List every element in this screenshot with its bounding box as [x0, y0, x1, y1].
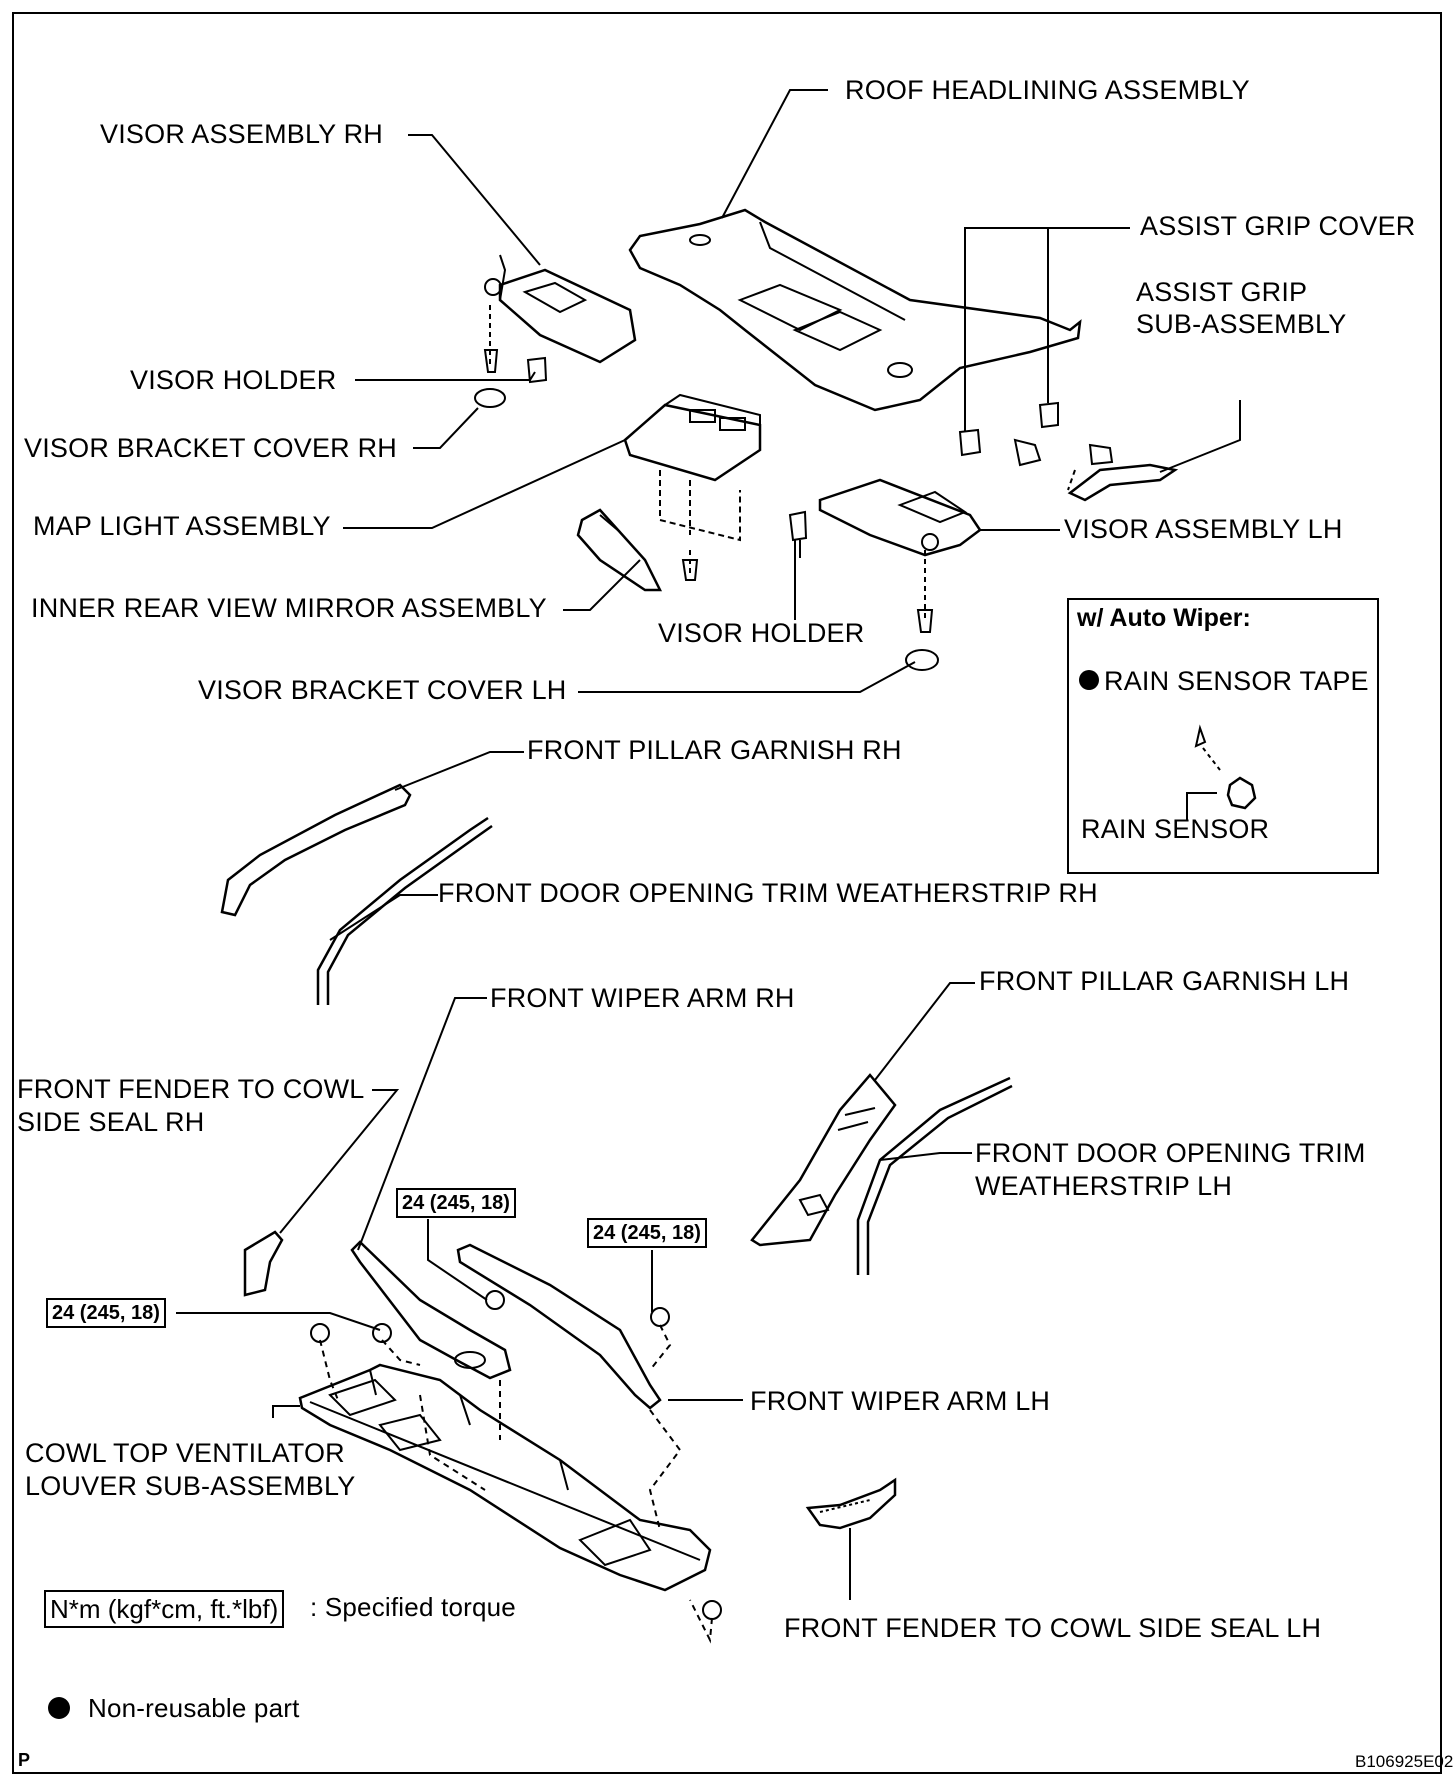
wiper-arm-lh-drawing	[456, 1243, 662, 1410]
label-door-trim-rh: FRONT DOOR OPENING TRIM WEATHERSTRIP RH	[438, 878, 1098, 908]
label-visor-bracket-cover-rh: VISOR BRACKET COVER RH	[24, 433, 397, 463]
page-letter: P	[18, 1750, 31, 1770]
mirror-drawing	[576, 508, 663, 592]
label-front-pillar-rh: FRONT PILLAR GARNISH RH	[527, 735, 902, 765]
label-inner-mirror: INNER REAR VIEW MIRROR ASSEMBLY	[31, 593, 547, 623]
label-visor-bracket-cover-lh: VISOR BRACKET COVER LH	[198, 675, 567, 705]
label-door-trim-lh-2: WEATHERSTRIP LH	[975, 1171, 1233, 1201]
label-assist-grip-sub-2: SUB-ASSEMBLY	[1136, 309, 1347, 339]
label-wiper-arm-rh: FRONT WIPER ARM RH	[490, 983, 795, 1013]
pillar-rh-drawing	[220, 783, 412, 917]
door-trim-rh-drawing	[316, 816, 493, 1005]
label-assist-grip-cover: ASSIST GRIP COVER	[1140, 211, 1416, 241]
label-front-pillar-lh: FRONT PILLAR GARNISH LH	[979, 966, 1350, 996]
assist-grip-drawing	[958, 401, 1179, 502]
torque-legend-text: : Specified torque	[310, 1592, 516, 1622]
label-fender-seal-rh-2: SIDE SEAL RH	[17, 1107, 205, 1137]
label-door-trim-lh-1: FRONT DOOR OPENING TRIM	[975, 1138, 1366, 1168]
figure-code: B106925E02	[1355, 1752, 1454, 1771]
cowl-louver-drawing	[298, 1363, 712, 1592]
label-fender-seal-lh: FRONT FENDER TO COWL SIDE SEAL LH	[784, 1613, 1322, 1643]
label-visor-rh: VISOR ASSEMBLY RH	[100, 119, 383, 149]
legend-dot-icon	[48, 1697, 70, 1719]
inset-rain-sensor-tape: RAIN SENSOR TAPE	[1104, 666, 1369, 696]
pillar-lh-drawing	[750, 1073, 897, 1247]
fender-seal-lh-drawing	[805, 1477, 897, 1530]
label-assist-grip-sub-1: ASSIST GRIP	[1136, 277, 1308, 307]
label-cowl-louver-1: COWL TOP VENTILATOR	[25, 1438, 345, 1468]
label-cowl-louver-2: LOUVER SUB-ASSEMBLY	[25, 1471, 356, 1501]
inset-title: w/ Auto Wiper:	[1077, 604, 1251, 632]
auto-wiper-inset: w/ Auto Wiper: RAIN SENSOR TAPE RAIN SEN…	[1067, 598, 1379, 874]
non-reusable-legend-text: Non-reusable part	[88, 1693, 300, 1723]
label-wiper-arm-lh: FRONT WIPER ARM LH	[750, 1386, 1051, 1416]
torque-unit-legend: N*m (kgf*cm, ft.*lbf)	[44, 1590, 285, 1628]
visor-lh-drawing	[788, 478, 982, 671]
wiper-arm-rh-drawing	[350, 1240, 512, 1380]
label-fender-seal-rh-1: FRONT FENDER TO COWL	[17, 1074, 365, 1104]
map-light-drawing	[623, 393, 762, 581]
inset-rain-sensor: RAIN SENSOR	[1081, 814, 1270, 844]
torque-spec-2: 24 (245, 18)	[587, 1218, 707, 1248]
label-visor-holder-1: VISOR HOLDER	[130, 365, 337, 395]
torque-spec-3: 24 (245, 18)	[46, 1298, 166, 1328]
non-reusable-dot-icon	[1079, 670, 1099, 690]
diagram-frame	[12, 12, 1442, 1774]
label-map-light: MAP LIGHT ASSEMBLY	[33, 511, 331, 541]
label-visor-holder-2: VISOR HOLDER	[658, 618, 865, 648]
fender-seal-rh-drawing	[243, 1230, 284, 1297]
label-roof-headlining: ROOF HEADLINING ASSEMBLY	[845, 75, 1250, 105]
label-visor-lh: VISOR ASSEMBLY LH	[1064, 514, 1343, 544]
torque-spec-1: 24 (245, 18)	[396, 1188, 516, 1218]
rain-sensor-drawing	[1194, 724, 1257, 810]
leader-lines	[176, 89, 1241, 1600]
roof-headlining-drawing	[628, 208, 1082, 412]
visor-rh-drawing	[474, 254, 637, 408]
